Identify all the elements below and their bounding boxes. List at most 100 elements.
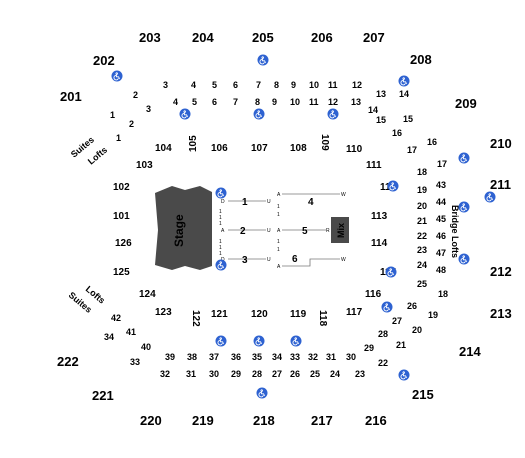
section-105[interactable]: 105 (188, 135, 199, 152)
section-214[interactable]: 214 (459, 344, 481, 359)
club-section[interactable]: 40 (141, 342, 151, 352)
section-117[interactable]: 117 (346, 307, 363, 318)
wheelchair-icon[interactable] (398, 369, 410, 381)
section-215[interactable]: 215 (412, 387, 434, 402)
club-section[interactable]: 26 (407, 301, 417, 311)
floor-5[interactable]: 5 (302, 226, 308, 237)
club-section[interactable]: 29 (231, 369, 241, 379)
wheelchair-icon[interactable] (215, 259, 227, 271)
section-217[interactable]: 217 (311, 413, 333, 428)
wheelchair-icon[interactable] (257, 54, 269, 66)
club-section[interactable]: 16 (427, 137, 437, 147)
section-114[interactable]: 114 (371, 238, 388, 249)
club-section[interactable]: 27 (392, 316, 402, 326)
section-206[interactable]: 206 (311, 30, 333, 45)
section-111[interactable]: 111 (366, 160, 382, 171)
wheelchair-icon[interactable] (179, 108, 191, 120)
club-section[interactable]: 10 (290, 97, 300, 107)
wheelchair-icon[interactable] (458, 253, 470, 265)
section-106[interactable]: 106 (211, 143, 228, 154)
club-section[interactable]: 41 (126, 327, 136, 337)
club-section[interactable]: 34 (272, 352, 282, 362)
wheelchair-icon[interactable] (253, 335, 265, 347)
club-section[interactable]: 12 (352, 80, 362, 90)
club-section[interactable]: 29 (364, 343, 374, 353)
club-section[interactable]: 3 (146, 104, 151, 114)
club-section[interactable]: 24 (330, 369, 340, 379)
club-section[interactable]: 36 (231, 352, 241, 362)
section-118[interactable]: 118 (317, 310, 328, 327)
club-section[interactable]: 30 (209, 369, 219, 379)
club-section[interactable]: 46 (436, 231, 446, 241)
club-section[interactable]: 16 (392, 128, 402, 138)
wheelchair-icon[interactable] (253, 108, 265, 120)
club-section[interactable]: 13 (351, 97, 361, 107)
club-section[interactable]: 5 (192, 97, 197, 107)
floor-3[interactable]: 3 (242, 255, 248, 266)
club-section[interactable]: 17 (437, 159, 447, 169)
club-section[interactable]: 20 (417, 201, 427, 211)
club-section[interactable]: 37 (209, 352, 219, 362)
wheelchair-icon[interactable] (111, 70, 123, 82)
club-section[interactable]: 7 (233, 97, 238, 107)
club-section[interactable]: 6 (233, 80, 238, 90)
section-207[interactable]: 207 (363, 30, 385, 45)
section-122[interactable]: 122 (190, 310, 201, 327)
floor-4[interactable]: 4 (308, 197, 314, 208)
club-section[interactable]: 17 (407, 145, 417, 155)
wheelchair-icon[interactable] (215, 187, 227, 199)
section-211[interactable]: 211 (490, 177, 511, 192)
section-205[interactable]: 205 (252, 30, 274, 45)
club-section[interactable]: 28 (252, 369, 262, 379)
section-222[interactable]: 222 (57, 354, 79, 369)
club-section[interactable]: 35 (252, 352, 262, 362)
wheelchair-icon[interactable] (290, 335, 302, 347)
bridge-lofts[interactable]: Bridge Lofts (450, 205, 460, 258)
club-section[interactable]: 22 (378, 358, 388, 368)
club-section[interactable]: 45 (436, 214, 446, 224)
section-101[interactable]: 101 (113, 211, 130, 222)
club-section[interactable]: 8 (255, 97, 260, 107)
section-216[interactable]: 216 (365, 413, 387, 428)
section-202[interactable]: 202 (93, 53, 115, 68)
section-107[interactable]: 107 (251, 143, 268, 154)
section-119[interactable]: 119 (290, 309, 307, 320)
club-section[interactable]: 2 (133, 90, 138, 100)
section-120[interactable]: 120 (251, 309, 268, 320)
section-213[interactable]: 213 (490, 306, 512, 321)
club-section[interactable]: 32 (160, 369, 170, 379)
wheelchair-icon[interactable] (458, 201, 470, 213)
club-section[interactable]: 42 (111, 313, 121, 323)
section-221[interactable]: 221 (92, 388, 114, 403)
club-section[interactable]: 9 (291, 80, 296, 90)
section-110[interactable]: 110 (346, 144, 363, 155)
club-section[interactable]: 34 (104, 332, 114, 342)
club-section[interactable]: 19 (417, 185, 427, 195)
floor-1[interactable]: 1 (242, 197, 248, 208)
club-section[interactable]: 5 (212, 80, 217, 90)
club-section[interactable]: 22 (417, 231, 427, 241)
club-section[interactable]: 12 (328, 97, 338, 107)
wheelchair-icon[interactable] (381, 301, 393, 313)
club-section[interactable]: 48 (436, 265, 446, 275)
section-218[interactable]: 218 (253, 413, 275, 428)
section-220[interactable]: 220 (140, 413, 162, 428)
club-section[interactable]: 18 (417, 167, 427, 177)
club-section[interactable]: 25 (417, 279, 427, 289)
club-section[interactable]: 23 (355, 369, 365, 379)
club-section[interactable]: 31 (186, 369, 196, 379)
section-113[interactable]: 113 (371, 211, 388, 222)
wheelchair-icon[interactable] (398, 75, 410, 87)
club-section[interactable]: 33 (130, 357, 140, 367)
club-section[interactable]: 3 (163, 80, 168, 90)
wheelchair-icon[interactable] (387, 180, 399, 192)
club-section[interactable]: 11 (309, 97, 319, 107)
club-section[interactable]: 9 (272, 97, 277, 107)
wheelchair-icon[interactable] (327, 108, 339, 120)
club-section[interactable]: 14 (399, 89, 409, 99)
club-section[interactable]: 2 (129, 119, 134, 129)
section-212[interactable]: 212 (490, 264, 512, 279)
club-section[interactable]: 6 (212, 97, 217, 107)
club-section[interactable]: 28 (378, 329, 388, 339)
section-209[interactable]: 209 (455, 96, 477, 111)
